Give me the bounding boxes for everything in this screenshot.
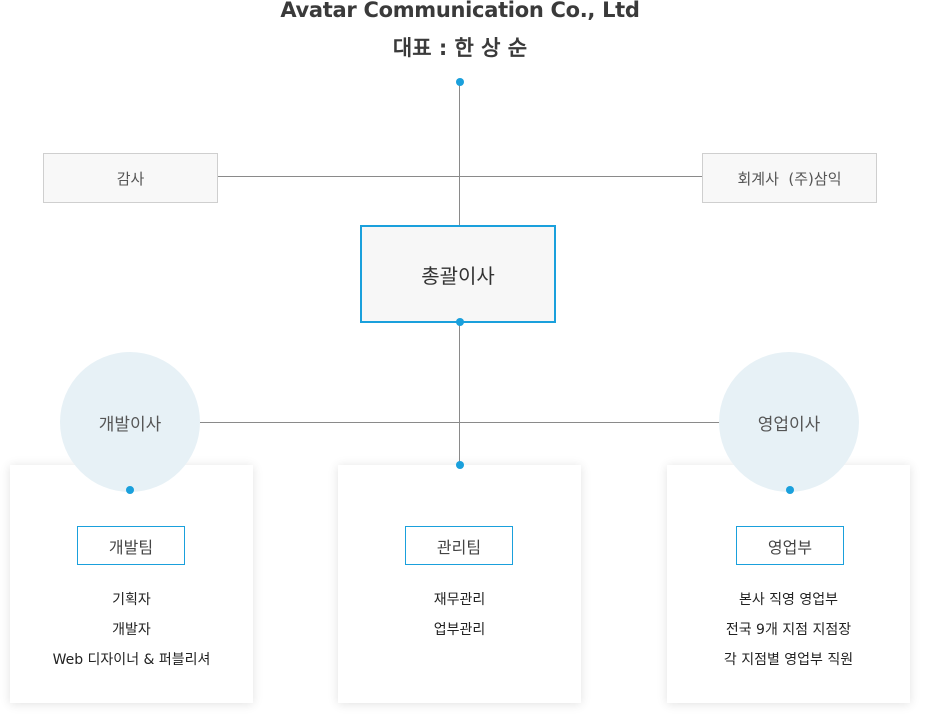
dev-team-card: 개발팀 기획자 개발자 Web 디자이너 & 퍼블리셔 [10, 465, 253, 703]
dev-director-circle: 개발이사 [60, 352, 200, 492]
sales-team-card: 영업부 본사 직영 영업부 전국 9개 지점 지점장 각 지점별 영업부 직원 [667, 465, 910, 703]
dev-team-items: 기획자 개발자 Web 디자이너 & 퍼블리셔 [10, 585, 253, 675]
list-item: 개발자 [112, 622, 151, 638]
admin-team-items: 재무관리 업부관리 [338, 585, 581, 645]
ceo-name: 대표 : 한 상 순 [392, 36, 528, 60]
connector-dot-dev-director [126, 486, 134, 494]
accounting-box: 회계사 (주)삼익 [702, 153, 877, 203]
company-name: Avatar Communication Co., Ltd [280, 0, 640, 22]
connector-dot-admin-card [456, 461, 464, 469]
connector-mid-vertical [459, 322, 460, 465]
list-item: 본사 직영 영업부 [738, 592, 839, 608]
connector-dot-general-director [456, 318, 464, 326]
list-item: 각 지점별 영업부 직원 [723, 652, 854, 668]
admin-team-card: 관리팀 재무관리 업부관리 [338, 465, 581, 703]
list-item: 전국 9개 지점 지점장 [725, 622, 852, 638]
connector-dot-sales-director [786, 486, 794, 494]
general-director-box: 총괄이사 [360, 225, 556, 323]
sales-team-items: 본사 직영 영업부 전국 9개 지점 지점장 각 지점별 영업부 직원 [667, 585, 910, 675]
sales-team-label: 영업부 [736, 526, 844, 565]
connector-top-vertical [459, 82, 460, 227]
connector-dot-ceo [456, 78, 464, 86]
dev-team-label: 개발팀 [77, 526, 185, 565]
list-item: 재무관리 [433, 592, 486, 608]
list-item: 기획자 [112, 592, 151, 608]
list-item: 업부관리 [433, 622, 486, 638]
connector-audit-horizontal [218, 176, 703, 177]
admin-team-label: 관리팀 [405, 526, 513, 565]
list-item: Web 디자이너 & 퍼블리셔 [52, 652, 211, 668]
audit-box: 감사 [43, 153, 218, 203]
sales-director-circle: 영업이사 [719, 352, 859, 492]
connector-directors-horizontal [200, 422, 720, 423]
